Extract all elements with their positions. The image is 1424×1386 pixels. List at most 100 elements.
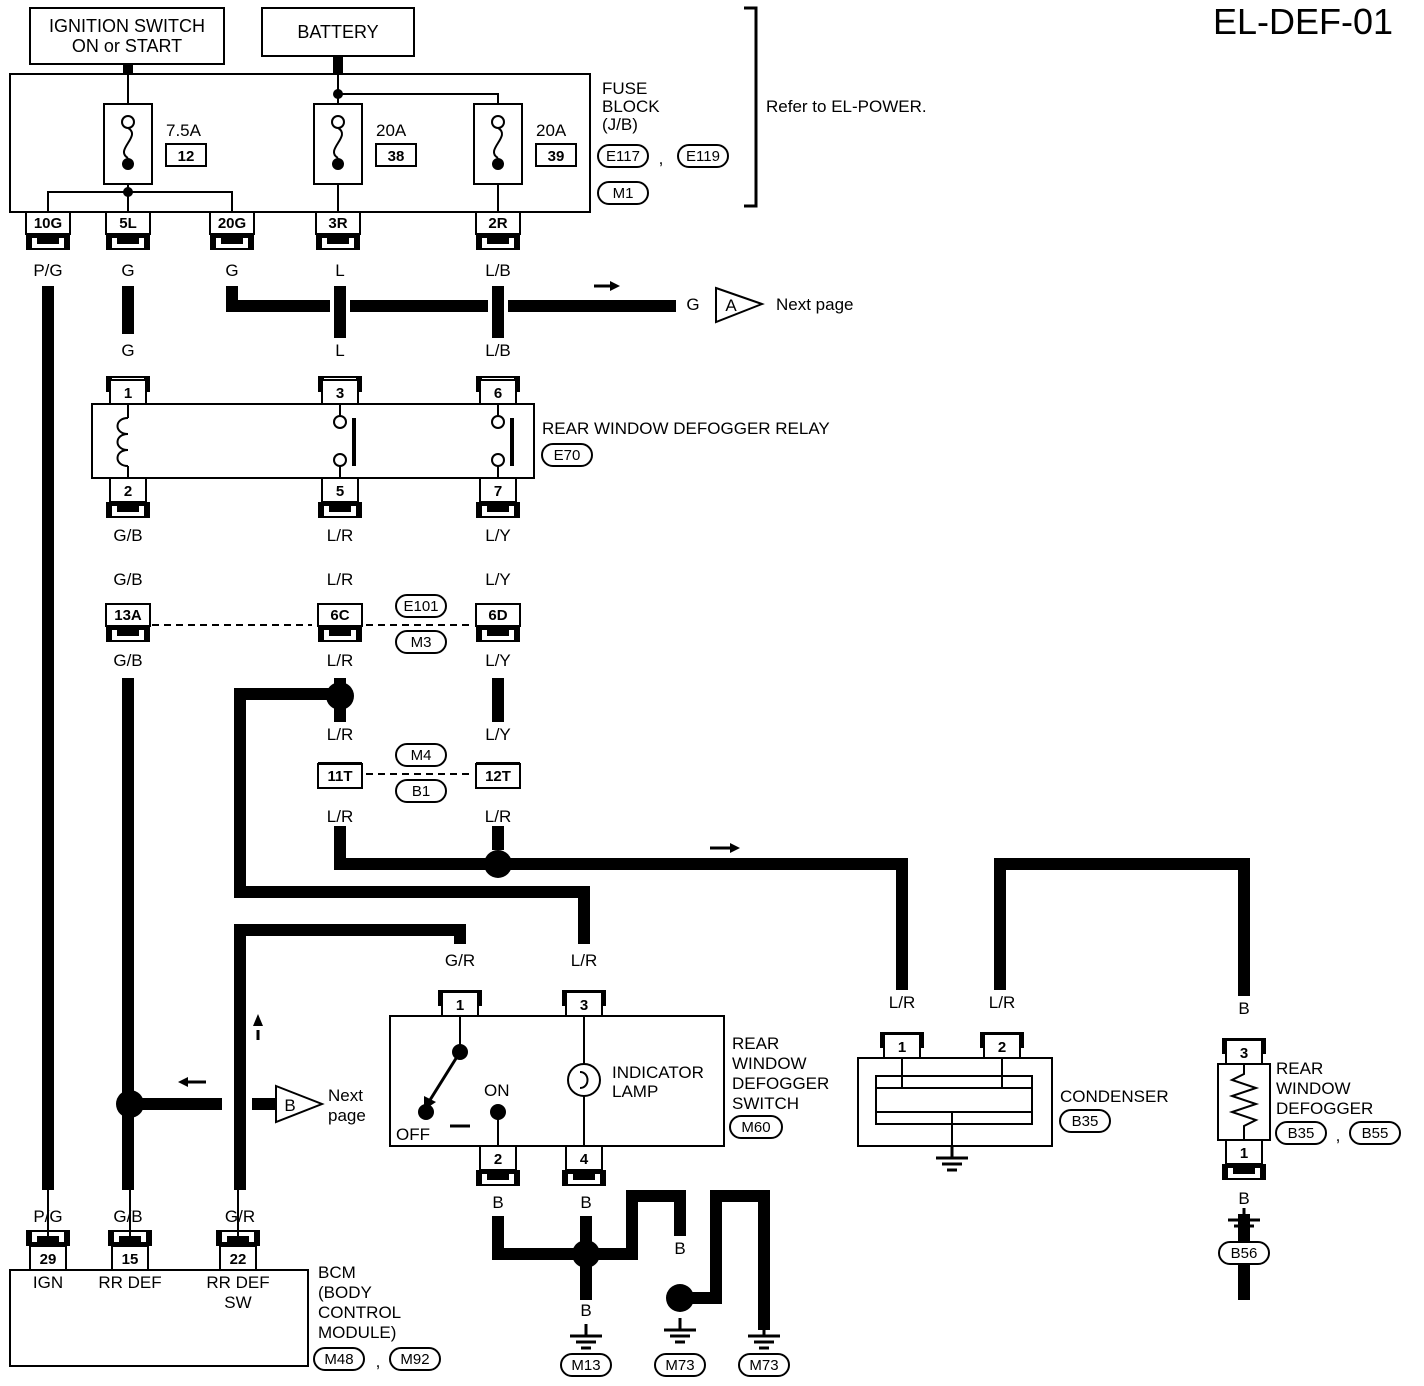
connector-m60: M60 — [741, 1119, 770, 1136]
offpage-a-letter: A — [725, 296, 737, 315]
wire-label-b-m73b: B — [758, 1239, 769, 1258]
bcm-label-rr-def: RR DEF — [98, 1273, 161, 1292]
switch-on-label: ON — [484, 1081, 510, 1100]
wire-label-l-2: L — [335, 341, 344, 360]
terminal-11t: 11T — [327, 768, 352, 785]
terminal-10g: 10G — [34, 215, 62, 232]
wire-label-ly-2: L/Y — [485, 570, 511, 589]
wire-label-lr-5: L/R — [327, 807, 353, 826]
relay-name: REAR WINDOW DEFOGGER RELAY — [542, 419, 830, 438]
wire-label-b-defogger-bottom: B — [1238, 1189, 1249, 1208]
fuse-12-rating: 7.5A — [166, 121, 202, 140]
connector-m48: M48 — [324, 1351, 353, 1368]
ignition-label: IGNITION SWITCH — [49, 16, 205, 36]
indicator-lamp-label-2: LAMP — [612, 1082, 658, 1101]
condenser-pin-2: 2 — [998, 1039, 1006, 1056]
bcm-label-rr-def-sw-2: SW — [224, 1293, 251, 1312]
wire-label-lr-9: L/R — [989, 993, 1015, 1012]
wire-label-gr-bcm: G/R — [225, 1207, 255, 1226]
wire-label-gb-2: G/B — [113, 570, 142, 589]
fuse-39-number: 39 — [548, 148, 565, 165]
fuse-38-rating: 20A — [376, 121, 407, 140]
wire-label-pg-top: P/G — [33, 261, 62, 280]
bcm-pin-29: 29 — [40, 1251, 57, 1268]
indicator-lamp-label-1: INDICATOR — [612, 1063, 704, 1082]
relay-pin-6: 6 — [494, 385, 502, 402]
bcm-name-1: BCM — [318, 1263, 356, 1282]
connector-e101: E101 — [403, 598, 438, 615]
switch-name-1: REAR — [732, 1034, 779, 1053]
next-b-line1: Next — [328, 1086, 363, 1105]
splice-gb — [116, 1090, 144, 1118]
fuse-block-title-3: (J/B) — [602, 115, 638, 134]
wire-label-ly-4: L/Y — [485, 725, 511, 744]
splice-lr-upper — [326, 682, 354, 710]
switch-name-2: WINDOW — [732, 1054, 807, 1073]
connector-b35-defogger: B35 — [1288, 1125, 1315, 1142]
ignition-state-label: ON or START — [72, 36, 182, 56]
wire-label-b-pin4: B — [580, 1193, 591, 1212]
ground-m13: M13 — [571, 1357, 600, 1374]
comma-sep-3: , — [376, 1352, 381, 1371]
defogger-name-1: REAR — [1276, 1059, 1323, 1078]
terminal-6d: 6D — [488, 607, 507, 624]
switch-pin-4: 4 — [580, 1151, 589, 1168]
battery-box: BATTERY — [261, 7, 415, 57]
fuse-38-number: 38 — [388, 148, 405, 165]
wire-label-lr-4: L/R — [327, 725, 353, 744]
wire-label-b-m13: B — [580, 1301, 591, 1320]
switch-pin-2: 2 — [494, 1151, 502, 1168]
wire-label-ly-3: L/Y — [485, 651, 511, 670]
fuse-12 — [103, 103, 153, 185]
bcm-pin-15: 15 — [122, 1251, 139, 1268]
wire-label-g-next: G — [686, 295, 699, 314]
wire-label-lr-1: L/R — [327, 526, 353, 545]
comma-sep-2: , — [1336, 1126, 1341, 1145]
joint-connector-m4-b1: 11T 12T — [317, 762, 521, 789]
bcm-name-3: CONTROL — [318, 1303, 401, 1322]
wire-label-g-3: G — [121, 341, 134, 360]
offpage-connector-a: A — [715, 286, 765, 324]
relay-pin-3: 3 — [336, 385, 344, 402]
wires — [42, 286, 1250, 1330]
bcm-label-rr-def-sw-1: RR DEF — [206, 1273, 269, 1292]
comma-sep: , — [659, 149, 664, 168]
switch-name-3: DEFOGGER — [732, 1074, 829, 1093]
relay-pin-2: 2 — [124, 483, 132, 500]
splice-lr-lower — [484, 850, 512, 878]
fuse-block: 7.5A 12 20A 38 20A 39 — [9, 73, 591, 213]
terminal-20g: 20G — [218, 215, 246, 232]
splice-ground-b — [572, 1240, 600, 1268]
wire-label-b-m73a: B — [674, 1239, 685, 1258]
condenser-name: CONDENSER — [1060, 1087, 1169, 1106]
wire-label-lr-2: L/R — [327, 570, 353, 589]
defogger-pin-1: 1 — [1240, 1145, 1248, 1162]
bcm-name-4: MODULE) — [318, 1323, 396, 1342]
offpage-b-letter: B — [284, 1096, 295, 1115]
splice-ground-m73 — [666, 1284, 694, 1312]
terminal-13a: 13A — [114, 607, 142, 624]
wire-label-lr-7: L/R — [571, 951, 597, 970]
defogger-relay: 1 3 6 2 5 7 — [91, 376, 535, 518]
wire-label-l-1: L — [335, 261, 344, 280]
ground-icon-m73b — [746, 1322, 782, 1350]
wire-label-b-pin2: B — [492, 1193, 503, 1212]
defogger-pin-3: 3 — [1240, 1045, 1248, 1062]
connector-b35-condenser: B35 — [1072, 1113, 1099, 1130]
page-id: EL-DEF-01 — [1213, 1, 1393, 42]
fuse-38 — [313, 103, 363, 185]
wire-label-gb-3: G/B — [113, 651, 142, 670]
relay-contact-6-7 — [491, 404, 514, 478]
terminal-6c: 6C — [330, 607, 349, 624]
connector-b55: B55 — [1362, 1125, 1389, 1142]
condenser-pin-1: 1 — [898, 1039, 906, 1056]
relay-pin-7: 7 — [494, 483, 502, 500]
ground-b56: B56 — [1231, 1245, 1258, 1262]
relay-pin-1: 1 — [124, 385, 132, 402]
switch-name-4: SWITCH — [732, 1094, 799, 1113]
fuse-block-terminals: 10G 5L 20G 3R 2R — [25, 211, 521, 250]
fuse-39 — [473, 103, 523, 185]
wire-label-b-defogger-top: B — [1238, 999, 1249, 1018]
fuse-39-rating: 20A — [536, 121, 567, 140]
